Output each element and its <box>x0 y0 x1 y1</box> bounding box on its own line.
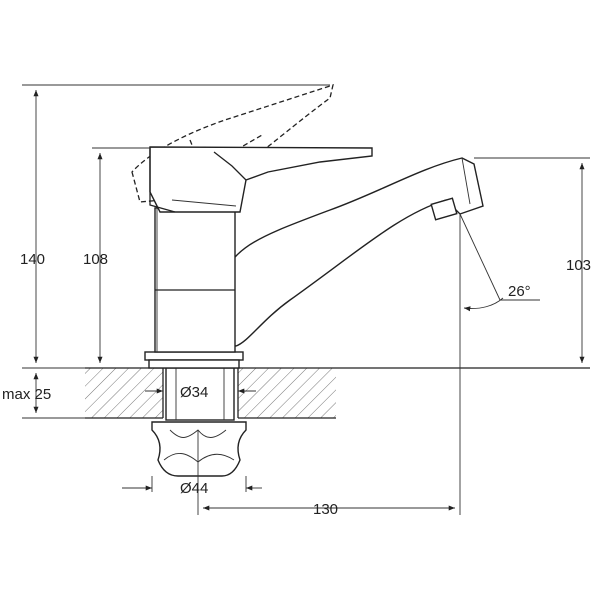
spout <box>218 157 484 347</box>
label-max-thickness: max 25 <box>2 386 51 403</box>
mounting-shank <box>165 367 235 421</box>
label-hole-diameter: Ø34 <box>180 384 208 401</box>
dimension-spout-angle: 26° <box>459 213 540 312</box>
label-nut-diameter: Ø44 <box>180 480 208 497</box>
label-spout-height: 103 <box>566 257 591 274</box>
fixing-nut <box>151 421 247 477</box>
dimension-body-height: 108 <box>83 147 150 363</box>
dimension-hole-diameter: Ø34 <box>145 384 256 401</box>
faucet-body <box>154 207 236 353</box>
label-total-height: 140 <box>20 251 45 268</box>
base-flange <box>144 351 244 369</box>
label-body-height: 108 <box>83 251 108 268</box>
dimension-spout-height: 103 <box>474 157 591 363</box>
label-spout-angle: 26° <box>508 283 531 300</box>
dimension-total-height: 140 <box>20 84 330 369</box>
dimension-max-thickness: max 25 <box>2 373 85 419</box>
countertop <box>85 367 590 419</box>
handle-closed-position <box>149 146 373 213</box>
label-spout-reach: 130 <box>313 501 338 518</box>
dimension-nut-diameter: Ø44 <box>122 476 262 497</box>
dimension-spout-reach: 130 <box>197 214 461 518</box>
